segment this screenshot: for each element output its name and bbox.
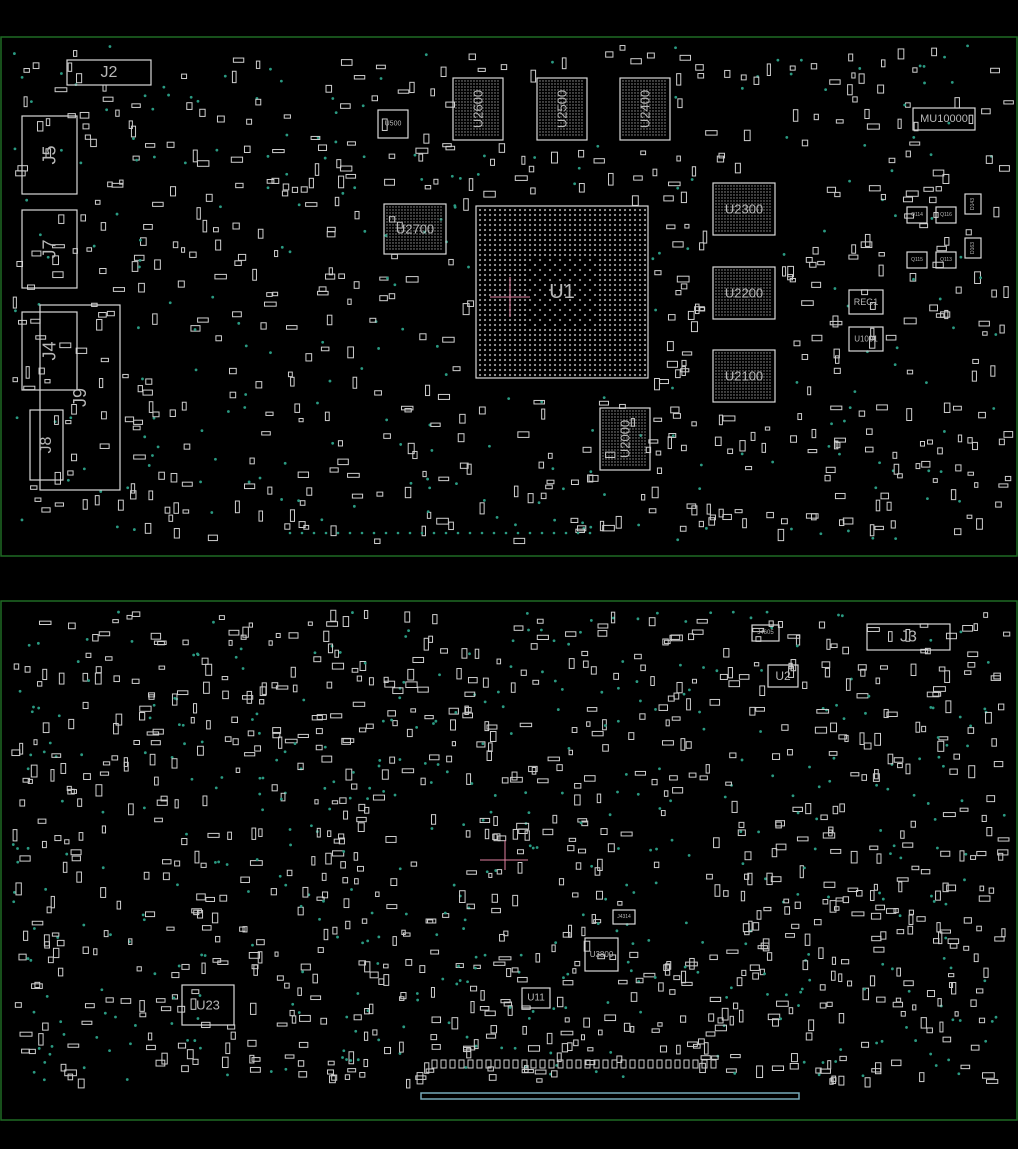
component-label: U23 bbox=[196, 998, 220, 1013]
component-label: U2500 bbox=[555, 90, 570, 128]
component-u2700[interactable]: U2700 bbox=[383, 203, 447, 255]
component-label: U2700 bbox=[396, 222, 434, 237]
component-label: U1 bbox=[549, 281, 575, 303]
cursor-crosshair-icon bbox=[480, 277, 530, 870]
component-u2000[interactable]: U2000 bbox=[599, 407, 651, 471]
component-j4[interactable]: J4 bbox=[21, 311, 78, 391]
component-reg1[interactable]: REG1 bbox=[848, 289, 884, 315]
component-u11[interactable]: U11 bbox=[521, 987, 551, 1009]
u1-bga-balls bbox=[386, 80, 771, 466]
component-label: Q113 bbox=[940, 257, 952, 263]
component-d163[interactable]: D163 bbox=[964, 237, 982, 259]
component-j3[interactable]: J3 bbox=[866, 623, 951, 651]
component-label: U2100 bbox=[725, 369, 763, 384]
component-label: J7 bbox=[40, 239, 60, 258]
component-j2[interactable]: J2 bbox=[66, 59, 152, 86]
component-u2[interactable]: U2 bbox=[767, 664, 799, 688]
component-label: U1001 bbox=[854, 335, 878, 344]
component-u2100[interactable]: U2100 bbox=[712, 349, 776, 403]
component-label: D163 bbox=[970, 242, 976, 254]
component-label: U11 bbox=[527, 993, 545, 1004]
component-mu10000[interactable]: MU10000 bbox=[912, 107, 976, 131]
component-u2300[interactable]: U2300 bbox=[712, 182, 776, 236]
pcie-edge-connector bbox=[420, 1092, 800, 1100]
component-label: REG1 bbox=[854, 297, 879, 307]
component-label: J8 bbox=[38, 436, 55, 453]
component-label: U3800 bbox=[590, 950, 614, 959]
component-label: MU10000 bbox=[920, 113, 968, 125]
component-label: U2200 bbox=[725, 286, 763, 301]
component-j5[interactable]: J5 bbox=[21, 115, 78, 195]
pcb-texture bbox=[11, 44, 1014, 1089]
component-label: J4 bbox=[40, 341, 60, 360]
component-j4605[interactable]: J4605 bbox=[751, 624, 780, 642]
component-q113[interactable]: Q113 bbox=[935, 251, 957, 269]
component-j9[interactable]: J9 bbox=[39, 304, 121, 491]
component-label: J5 bbox=[40, 145, 60, 164]
component-u1001[interactable]: U1001 bbox=[848, 326, 884, 352]
component-label: U2300 bbox=[725, 202, 763, 217]
component-u2400[interactable]: U2400 bbox=[619, 77, 671, 141]
component-label: J2 bbox=[101, 64, 118, 81]
bottom-board-outline bbox=[0, 600, 1018, 1121]
component-q115[interactable]: Q115 bbox=[906, 251, 928, 269]
component-u23[interactable]: U23 bbox=[181, 984, 235, 1026]
component-label: U2400 bbox=[638, 90, 653, 128]
component-u2600[interactable]: U2600 bbox=[452, 77, 504, 141]
component-j7[interactable]: J7 bbox=[21, 209, 78, 289]
component-label: U2000 bbox=[618, 420, 633, 458]
component-label: Q114 bbox=[911, 212, 923, 218]
component-label: Q116 bbox=[940, 212, 952, 218]
component-q114[interactable]: Q114 bbox=[906, 206, 928, 224]
component-u2500[interactable]: U2500 bbox=[536, 77, 588, 141]
component-label: U2600 bbox=[471, 90, 486, 128]
component-u2200[interactable]: U2200 bbox=[712, 266, 776, 320]
component-label: Q115 bbox=[911, 257, 923, 263]
top-board-outline bbox=[0, 36, 1018, 557]
component-j4314[interactable]: J4314 bbox=[612, 909, 636, 925]
component-u500[interactable]: U500 bbox=[377, 109, 409, 139]
component-d143[interactable]: D143 bbox=[964, 193, 982, 215]
component-j8[interactable]: J8 bbox=[29, 409, 64, 481]
component-label: D143 bbox=[970, 198, 976, 210]
component-label: U2 bbox=[775, 669, 791, 683]
component-label: J4314 bbox=[617, 914, 631, 920]
component-label: J3 bbox=[900, 629, 917, 646]
component-u1[interactable]: U1 bbox=[475, 205, 649, 379]
component-u3800[interactable]: U3800 bbox=[584, 937, 619, 972]
component-q116[interactable]: Q116 bbox=[935, 206, 957, 224]
component-label: U500 bbox=[385, 121, 402, 128]
component-label: J4605 bbox=[757, 630, 774, 636]
component-label: J9 bbox=[70, 388, 90, 407]
